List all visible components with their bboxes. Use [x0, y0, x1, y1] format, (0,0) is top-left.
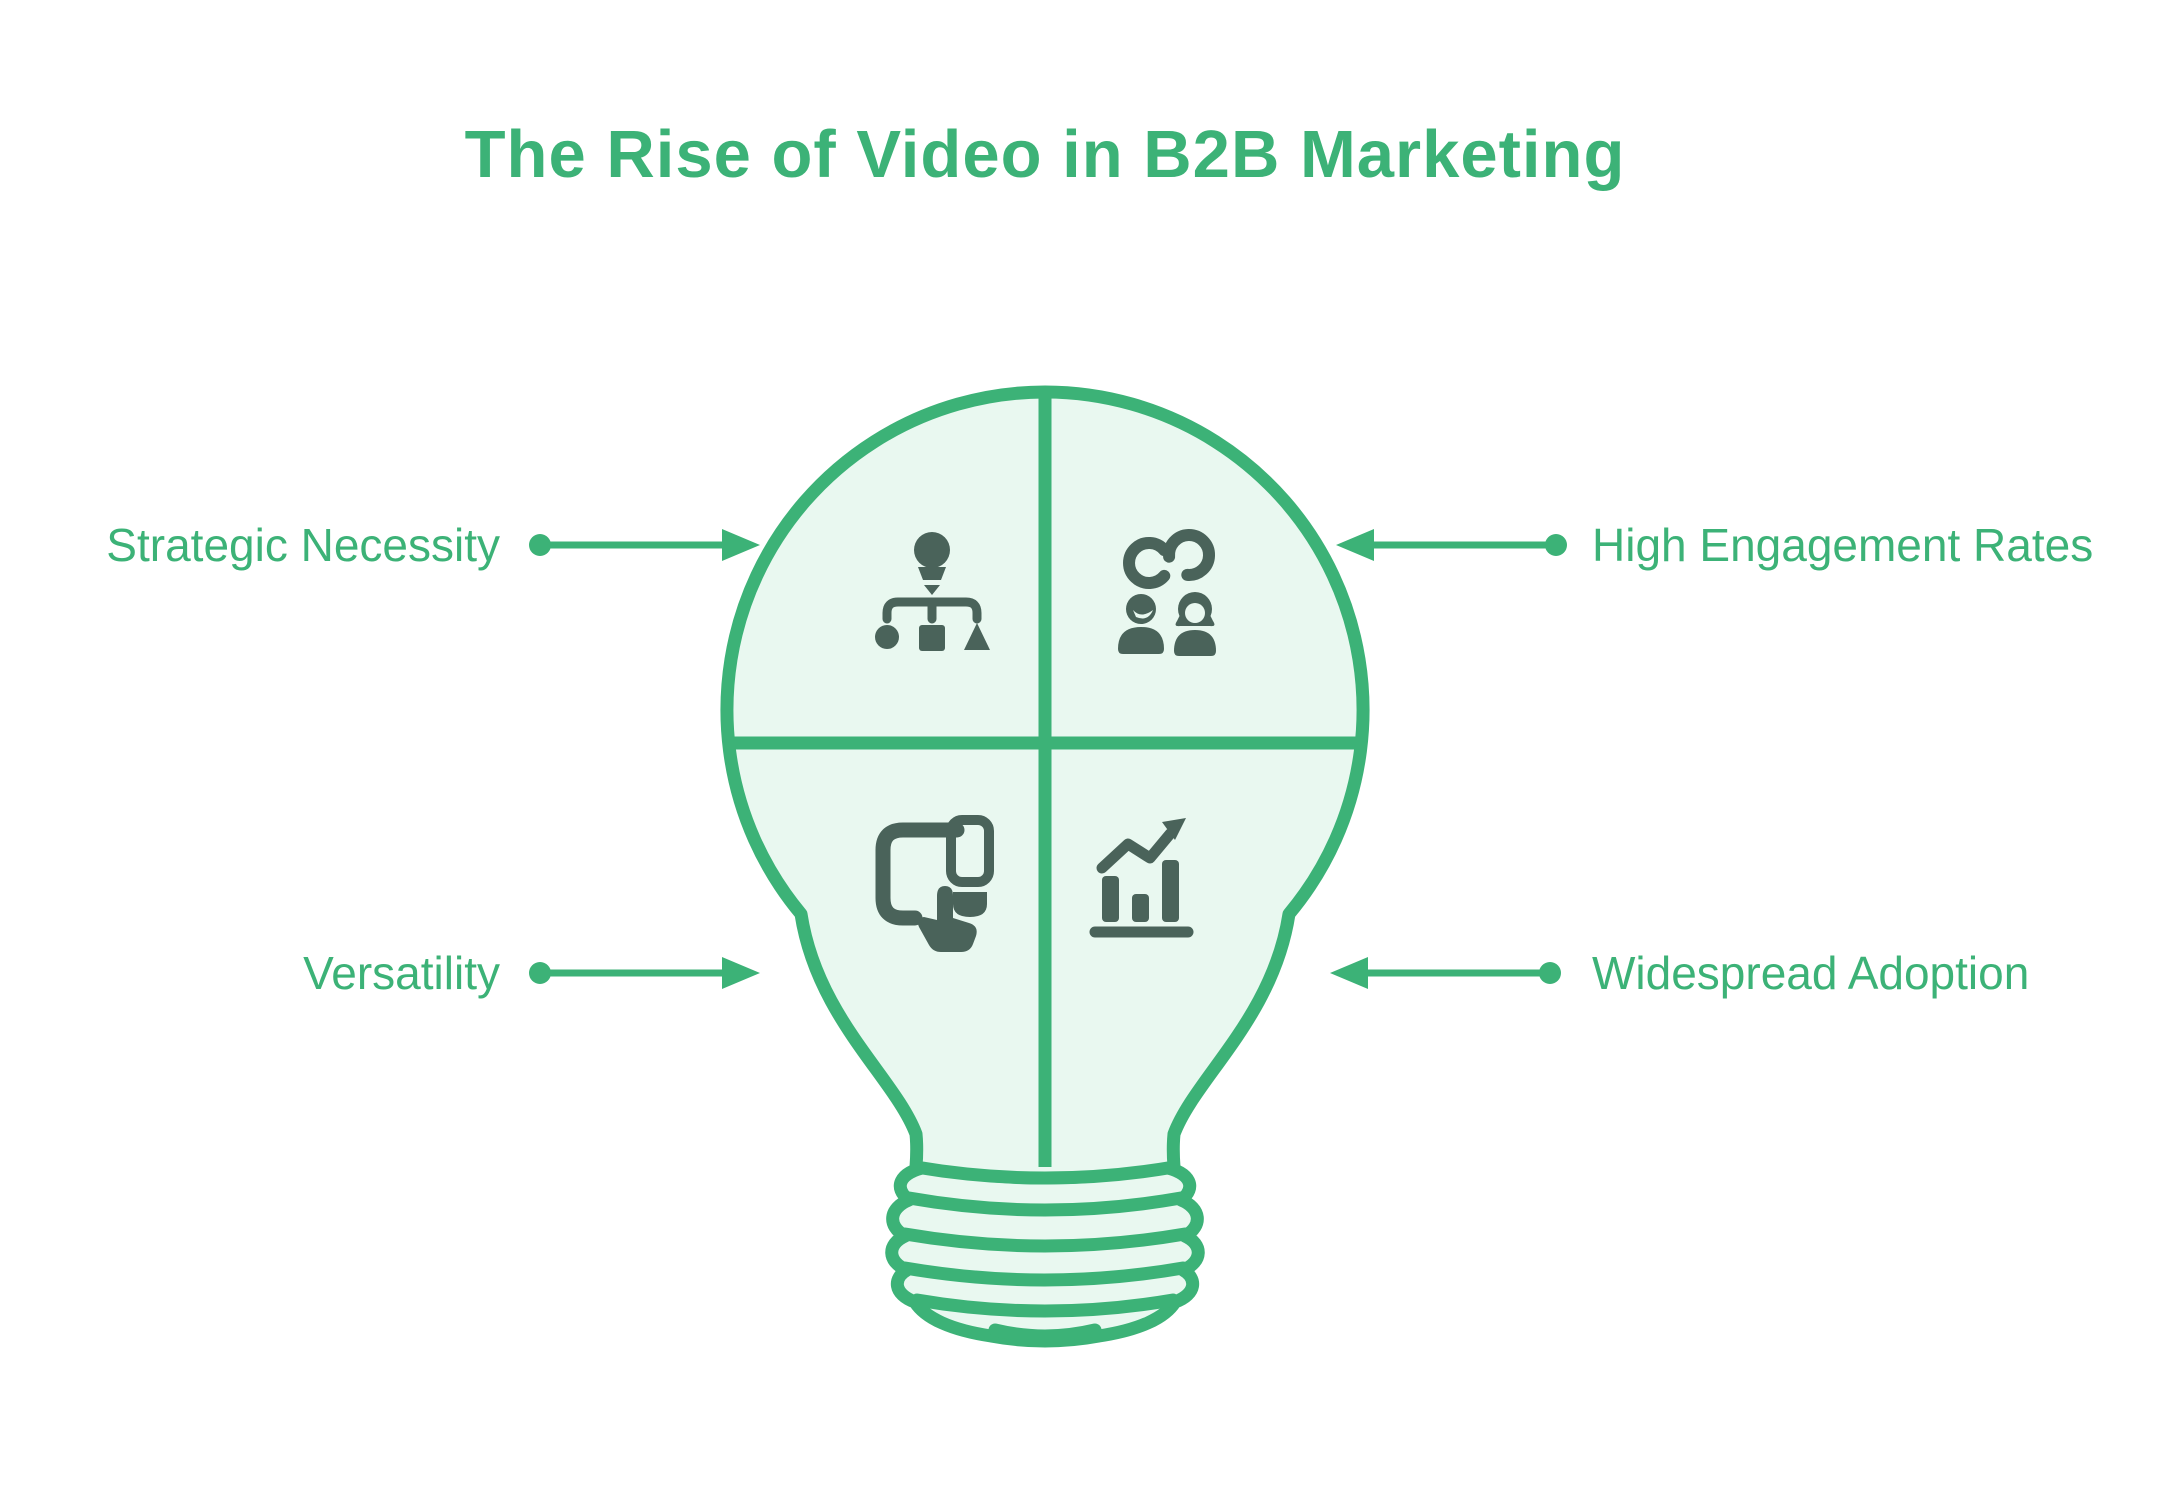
- device-touch-icon: [875, 815, 994, 952]
- callout-high-engagement-rates: High Engagement Rates: [1592, 519, 2094, 571]
- lightbulb-diagram: [720, 385, 1370, 1348]
- callout-strategic-necessity: Strategic Necessity: [106, 519, 500, 571]
- page-title: The Rise of Video in B2B Marketing: [464, 117, 1626, 192]
- screw-thread-lines: [898, 1191, 1192, 1343]
- arrow-strategic-necessity: [529, 529, 760, 561]
- strategy-hierarchy-icon: [875, 532, 990, 651]
- arrow-head-icon: [722, 529, 760, 561]
- callout-widespread-adoption: Widespread Adoption: [1592, 947, 2030, 999]
- growth-chart-icon: [1089, 818, 1194, 938]
- arrow-high-engagement-rates: [1336, 529, 1567, 561]
- arrow-widespread-adoption: [1330, 957, 1561, 989]
- arrow-head-icon: [722, 957, 760, 989]
- people-link-icon: [1118, 528, 1216, 656]
- arrow-head-icon: [1330, 957, 1368, 989]
- arrow-head-icon: [1336, 529, 1374, 561]
- arrow-versatility: [529, 957, 760, 989]
- callout-versatility: Versatility: [303, 947, 500, 999]
- bulb-screw-base: [885, 1160, 1205, 1348]
